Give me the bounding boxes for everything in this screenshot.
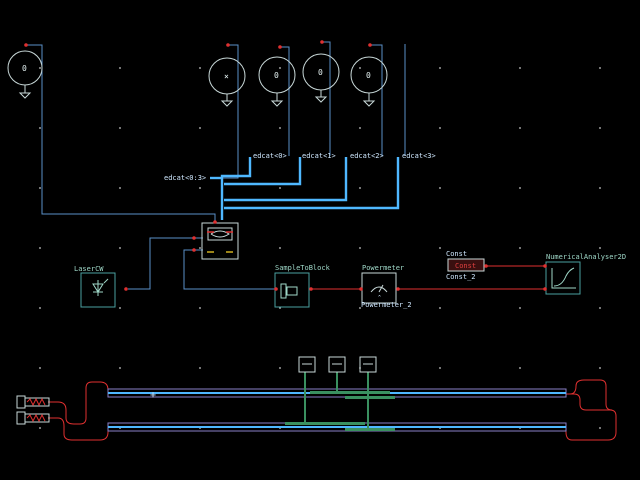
grid-dot <box>279 247 281 249</box>
grid-dot <box>439 307 441 309</box>
grid-dot <box>39 367 41 369</box>
grid-dot <box>119 127 121 129</box>
grid-dot <box>199 67 201 69</box>
grid-dot <box>39 247 41 249</box>
source-3-value: 0 <box>366 71 371 80</box>
grid-dot <box>519 187 521 189</box>
laser-block[interactable]: LaserCW <box>74 265 128 308</box>
grid-dot <box>439 67 441 69</box>
grid-dot <box>439 127 441 129</box>
waveguide-section[interactable]: + <box>48 372 617 441</box>
fiber-connector-top <box>16 395 50 409</box>
fiber-connectors[interactable] <box>16 395 50 425</box>
source-3[interactable]: 0 <box>350 43 388 107</box>
source-left[interactable]: 0 <box>7 43 43 99</box>
grid-dot <box>39 127 41 129</box>
bus-tap-label-3: edcat<3> <box>402 152 436 160</box>
grid-dot <box>519 247 521 249</box>
fiber-connector-bottom <box>16 411 50 425</box>
grid-dot <box>599 427 601 429</box>
grid-dot <box>519 127 521 129</box>
contact-pads[interactable] <box>298 356 377 373</box>
grid-dot <box>199 247 201 249</box>
grid-dot <box>39 427 41 429</box>
grid-dot <box>39 187 41 189</box>
grid-dot <box>279 127 281 129</box>
pad-1 <box>298 356 316 373</box>
grid-dot <box>599 247 601 249</box>
source-1[interactable]: 0 <box>258 45 296 107</box>
grid-dot <box>199 367 201 369</box>
powermeter-block[interactable]: Powermeter ^ Powermeter_2 <box>359 264 412 309</box>
grid-dot <box>599 307 601 309</box>
cursor-crosshair-icon: + <box>150 390 156 401</box>
grid-dot <box>119 307 121 309</box>
source-left-value: 0 <box>22 64 27 73</box>
source-x[interactable]: × <box>208 43 246 107</box>
grid-dot <box>39 67 41 69</box>
grid-dot <box>359 247 361 249</box>
grid-dot <box>279 307 281 309</box>
grid-dot <box>199 127 201 129</box>
grid-dot <box>279 67 281 69</box>
grid-dot <box>359 127 361 129</box>
grid-dot <box>119 187 121 189</box>
grid-dot <box>519 367 521 369</box>
const-instance-label: Const_2 <box>446 273 476 281</box>
source-1-value: 0 <box>274 71 279 80</box>
modulator-block[interactable] <box>192 220 239 260</box>
grid-dot <box>599 127 601 129</box>
laser-label: LaserCW <box>74 265 104 273</box>
optical-wires[interactable] <box>310 265 545 290</box>
grid-dot <box>199 187 201 189</box>
grid-dot <box>359 187 361 189</box>
source-2-value: 0 <box>318 68 323 77</box>
grid-dot <box>599 67 601 69</box>
bus-tap-label-0: edcat<0> <box>253 152 287 160</box>
const-body: Const <box>455 262 476 270</box>
grid-dot <box>519 67 521 69</box>
grid-dot <box>279 367 281 369</box>
numerical-analyser-block[interactable]: NumericalAnalyser2D <box>543 253 626 295</box>
grid-dot <box>359 67 361 69</box>
grid-dot <box>119 367 121 369</box>
pad-3 <box>359 356 377 373</box>
grid-dot <box>599 367 601 369</box>
source-x-value: × <box>224 72 229 81</box>
sample-label: SampleToBlock <box>275 264 331 272</box>
source-2[interactable]: 0 <box>302 40 340 103</box>
grid-dot <box>599 187 601 189</box>
grid-dot <box>199 307 201 309</box>
grid-dot <box>279 187 281 189</box>
grid-dot <box>39 307 41 309</box>
grid-dot <box>439 187 441 189</box>
bus-label-main: edcat<0:3> <box>164 174 206 182</box>
sample-to-block[interactable]: SampleToBlock <box>274 264 331 308</box>
powermeter-tick-icon: ^ <box>378 295 381 301</box>
grid-dot <box>439 247 441 249</box>
grid-dot <box>439 367 441 369</box>
bus-tap-label-1: edcat<1> <box>302 152 336 160</box>
bus-tap-label-2: edcat<2> <box>350 152 384 160</box>
grid-dot <box>359 307 361 309</box>
analyser-label: NumericalAnalyser2D <box>546 253 626 261</box>
grid-dots <box>39 67 601 429</box>
powermeter-label: Powermeter <box>362 264 404 272</box>
powermeter-instance-label: Powermeter_2 <box>361 301 412 309</box>
grid-dot <box>119 247 121 249</box>
grid-dot <box>519 307 521 309</box>
pad-2 <box>328 356 346 373</box>
const-block[interactable]: Const Const Const_2 <box>446 250 488 281</box>
control-wires[interactable] <box>26 41 406 290</box>
const-title: Const <box>446 250 467 258</box>
grid-dot <box>119 67 121 69</box>
bus-wires[interactable] <box>210 157 400 220</box>
